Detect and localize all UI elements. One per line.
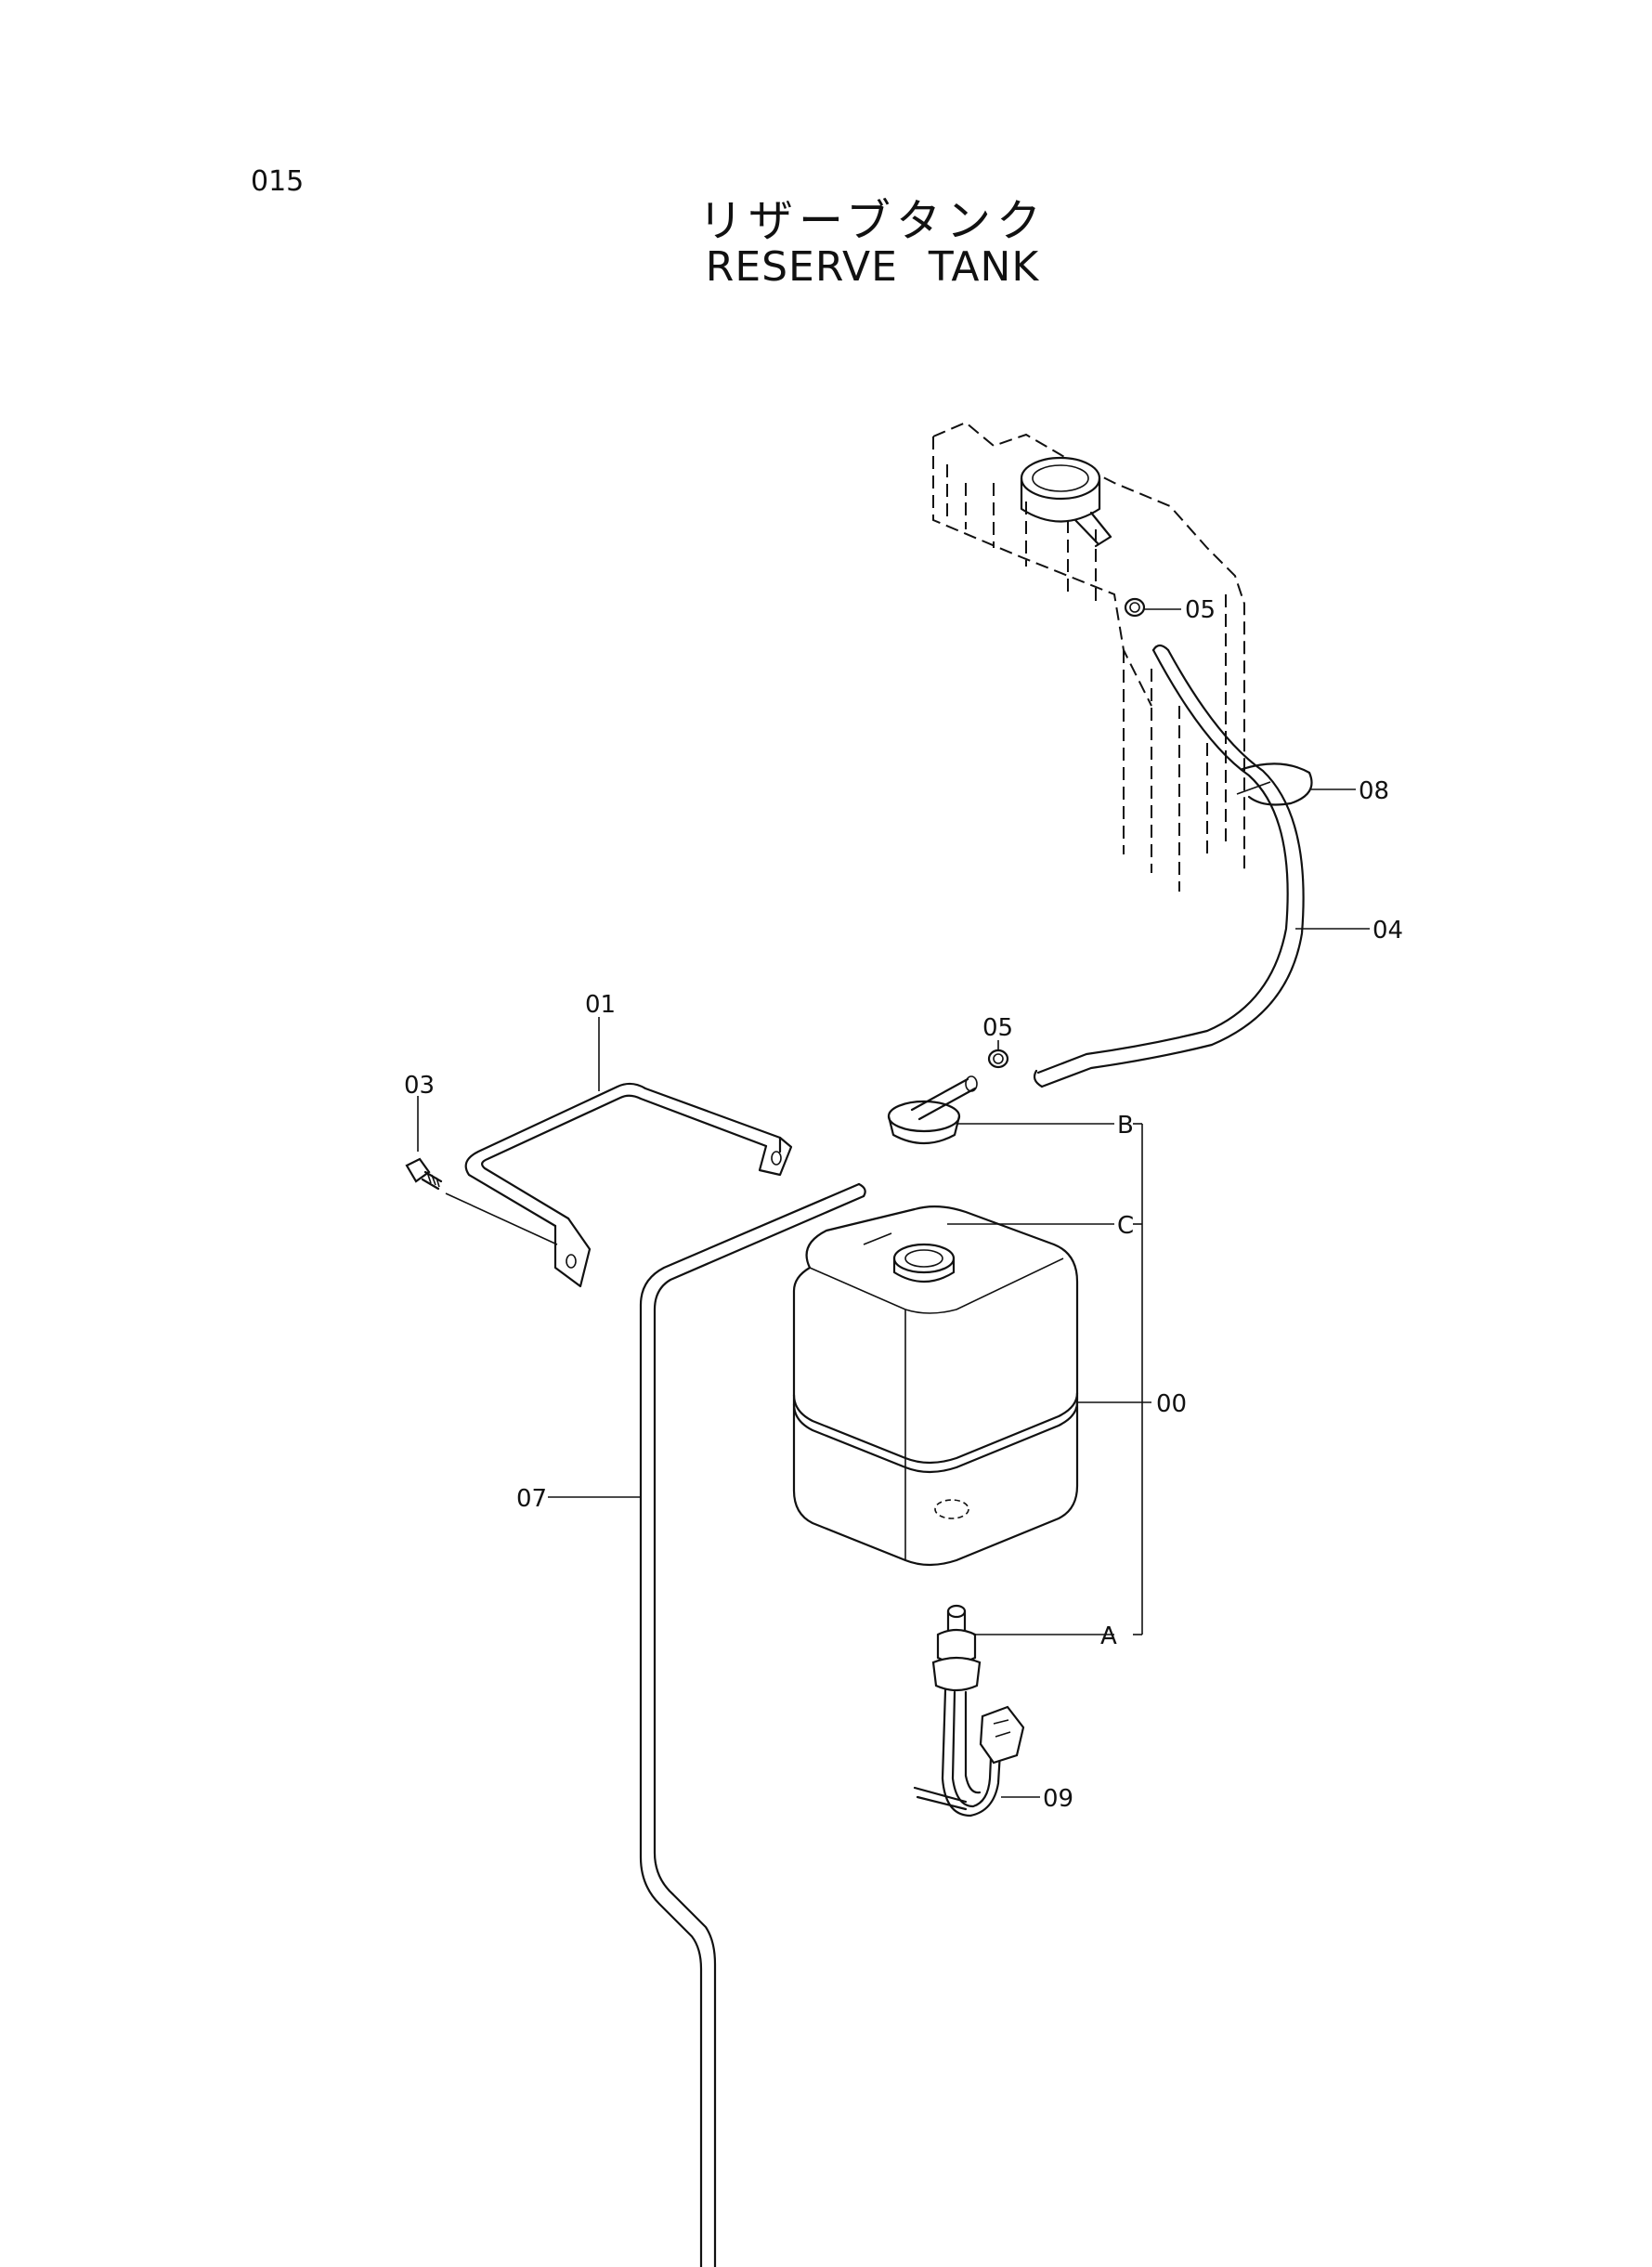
page-title-japanese: リザーブタンク <box>697 195 1047 247</box>
callout-05-mid: 05 <box>982 1014 1013 1042</box>
callout-05-top: 05 <box>1185 596 1216 624</box>
page-title-english: RESERVE TANK <box>705 243 1040 291</box>
subpart-grouping-line <box>1133 1123 1143 1635</box>
vent-pipe-drawing <box>548 1182 866 2267</box>
tank-cap-drawing <box>887 1040 1114 1144</box>
callout-01: 01 <box>585 991 616 1019</box>
callout-07: 07 <box>516 1485 547 1513</box>
bolt-drawing <box>405 1096 558 1245</box>
reserve-tank-drawing <box>792 1205 1151 1567</box>
callout-b: B <box>1117 1112 1134 1140</box>
radiator-drawing <box>932 421 1245 892</box>
level-sensor-drawing <box>913 1604 1114 1818</box>
overflow-hose-drawing <box>1033 644 1370 1088</box>
callout-c: C <box>1117 1212 1134 1240</box>
callout-00: 00 <box>1156 1390 1187 1418</box>
callout-a: A <box>1100 1622 1117 1650</box>
callout-03: 03 <box>404 1072 435 1100</box>
callout-09: 09 <box>1043 1785 1073 1813</box>
page-number: 015 <box>251 165 305 198</box>
callout-08: 08 <box>1359 777 1389 805</box>
tank-bracket-drawing <box>464 1017 793 1288</box>
callout-04: 04 <box>1372 917 1403 945</box>
